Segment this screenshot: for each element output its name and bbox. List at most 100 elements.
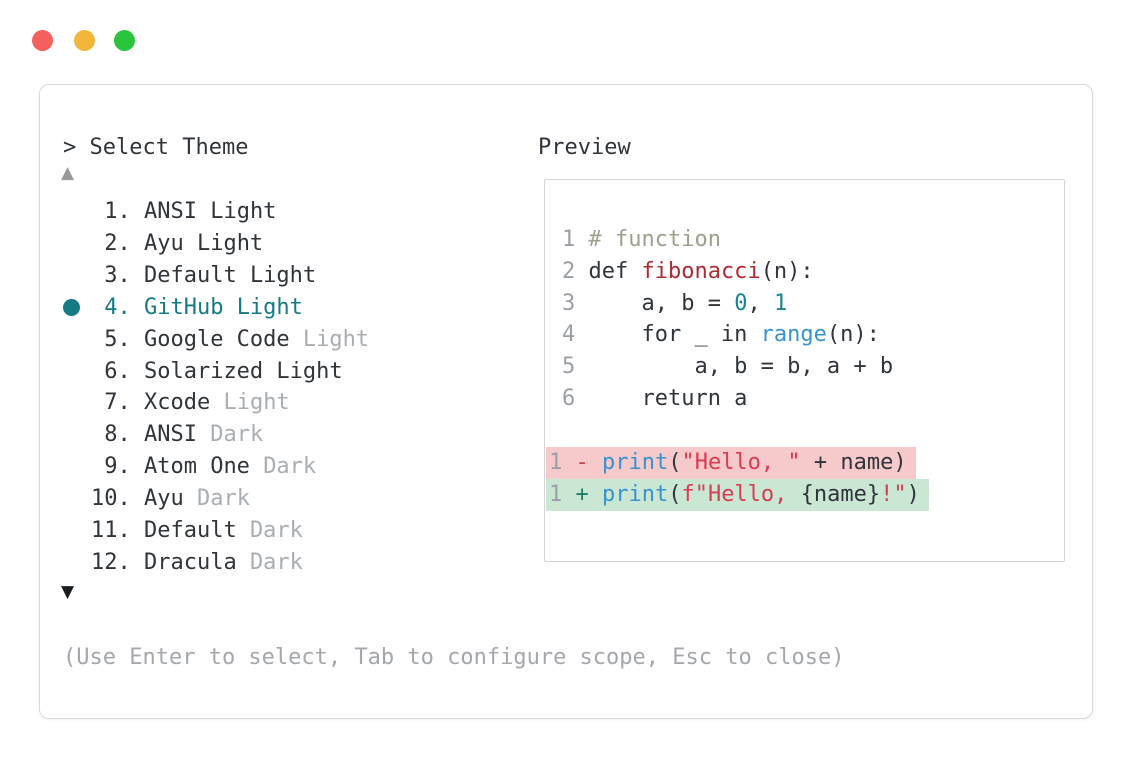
code-segment: 1 (773, 290, 788, 316)
line-number: 5 (562, 354, 576, 380)
code-segment: f"Hello, (681, 481, 801, 507)
line-number: 1 (549, 481, 563, 507)
theme-item-number: 2. (104, 231, 131, 257)
theme-list-item[interactable]: 7. Xcode Light (63, 387, 369, 419)
code-segment: ( (668, 481, 682, 507)
theme-item-number: 5. (104, 326, 131, 352)
theme-list-item[interactable]: 9. Atom One Dark (63, 451, 369, 483)
line-number: 3 (562, 290, 576, 316)
theme-item-number: 10. (91, 485, 131, 511)
theme-item-variant: Light (236, 294, 303, 320)
theme-item-label: Google Code Light (143, 326, 370, 352)
code-segment: ) (906, 481, 920, 507)
traffic-light-close-button[interactable] (32, 30, 53, 51)
traffic-light-minimize-button[interactable] (74, 30, 95, 51)
selected-bullet-icon (63, 298, 91, 316)
theme-list-item[interactable]: 12. Dracula Dark (63, 546, 369, 578)
code-segment: ( (668, 450, 682, 475)
code-segment: !" (880, 481, 907, 507)
theme-list-item[interactable]: 2. Ayu Light (63, 228, 369, 260)
theme-item-variant: Light (196, 231, 264, 257)
diff-line-removed: 1-print("Hello, " + name) (546, 447, 916, 479)
code-segment: range (760, 322, 827, 348)
code-segment: + name) (800, 450, 907, 475)
scroll-down-icon[interactable]: ▼ (61, 582, 75, 602)
diff-sign: + (575, 481, 589, 507)
code-segment: (n): (760, 258, 814, 284)
theme-list-item[interactable]: 3. Default Light (63, 260, 369, 292)
theme-item-number: 11. (91, 517, 131, 543)
footer-hint: (Use Enter to select, Tab to configure s… (63, 645, 845, 670)
code-segment: for _ in (588, 322, 761, 348)
code-segment: 0 (734, 290, 748, 316)
code-segment: , (747, 290, 774, 316)
preview-panel: 1 # function 2 def fibonacci(n): 3 a, b = 0,… (544, 179, 1065, 562)
code-line: 2 def fibonacci(n): (562, 256, 893, 288)
theme-item-label: Ayu Light (143, 231, 264, 257)
traffic-light-zoom-button[interactable] (114, 30, 135, 51)
theme-item-number: 3. (104, 263, 131, 289)
theme-item-variant: Light (302, 326, 370, 352)
theme-item-number: 9. (104, 454, 131, 480)
theme-item-variant: Dark (196, 485, 250, 511)
theme-item-number: 8. (104, 422, 131, 448)
theme-item-number: 4. (104, 294, 131, 320)
code-segment: a, b = (588, 290, 735, 316)
code-line: 5 a, b = b, a + b (562, 351, 893, 383)
theme-picker-dialog: > Select Theme Preview ▲ 1. ANSI Light 2. A… (39, 84, 1093, 719)
diff-line-added: 1 + print(f"Hello, {name}!") (546, 478, 929, 511)
diff-block: 1-print("Hello, " + name)1+print(f"Hello… (546, 447, 929, 511)
code-segment: print (601, 450, 669, 475)
theme-item-label: Xcode Light (143, 390, 290, 416)
theme-item-variant: Dark (249, 549, 303, 575)
theme-list-item[interactable]: 6. Solarized Light (63, 355, 369, 387)
code-line: 4 for _ in range(n): (562, 319, 893, 351)
line-number: 1 (562, 227, 576, 252)
scroll-up-icon[interactable]: ▲ (61, 163, 75, 183)
code-line: 3 a, b = 0, 1 (562, 288, 893, 320)
line-number: 4 (562, 322, 576, 348)
theme-list-item[interactable]: 10. Ayu Dark (63, 482, 369, 514)
theme-item-number: 7. (104, 390, 131, 416)
theme-item-variant: Dark (263, 454, 317, 480)
theme-item-variant: Light (276, 358, 343, 384)
theme-item-number: 12. (91, 549, 131, 575)
theme-list-item[interactable]: 8. ANSI Dark (63, 419, 369, 451)
code-segment: print (601, 481, 669, 507)
theme-item-variant: Dark (210, 422, 264, 448)
theme-item-variant: Light (210, 199, 277, 225)
code-block: 1 # function 2 def fibonacci(n): 3 a, b = 0,… (562, 224, 893, 415)
theme-item-label: Atom One Dark (143, 454, 317, 480)
theme-item-label: Ayu Dark (143, 485, 250, 511)
code-segment: {name} (800, 481, 881, 507)
theme-item-label: Default Dark (143, 517, 303, 543)
code-segment: fibonacci (641, 258, 761, 284)
prompt-caret: > (63, 135, 77, 160)
line-number: 1 (549, 450, 563, 475)
theme-list-item[interactable]: 11. Default Dark (63, 514, 369, 546)
theme-item-label: Solarized Light (143, 358, 343, 384)
theme-item-label: Dracula Dark (143, 549, 303, 575)
code-segment: "Hello, " (681, 450, 801, 475)
theme-item-number: 1. (104, 199, 131, 225)
prompt-line: > Select Theme (63, 135, 248, 161)
theme-item-label: GitHub Light (143, 294, 303, 320)
code-line: 1 # function (562, 224, 893, 256)
theme-item-variant: Dark (249, 517, 303, 543)
code-segment: def (588, 258, 642, 284)
line-number: 2 (562, 258, 576, 284)
theme-item-variant: Light (249, 263, 317, 289)
theme-list-item[interactable]: 1. ANSI Light (63, 196, 369, 228)
preview-label: Preview (538, 135, 631, 160)
code-line: 6 return a (562, 383, 893, 415)
theme-item-label: Default Light (143, 263, 317, 289)
code-segment: # function (588, 227, 721, 252)
theme-list-item[interactable]: 5. Google Code Light (63, 323, 369, 355)
page-title: Select Theme (89, 135, 249, 160)
theme-item-label: ANSI Dark (143, 422, 264, 448)
theme-item-label: ANSI Light (143, 199, 277, 225)
theme-item-number: 6. (104, 358, 131, 384)
line-number: 6 (562, 386, 576, 412)
theme-list-item[interactable]: 4. GitHub Light (63, 291, 369, 323)
